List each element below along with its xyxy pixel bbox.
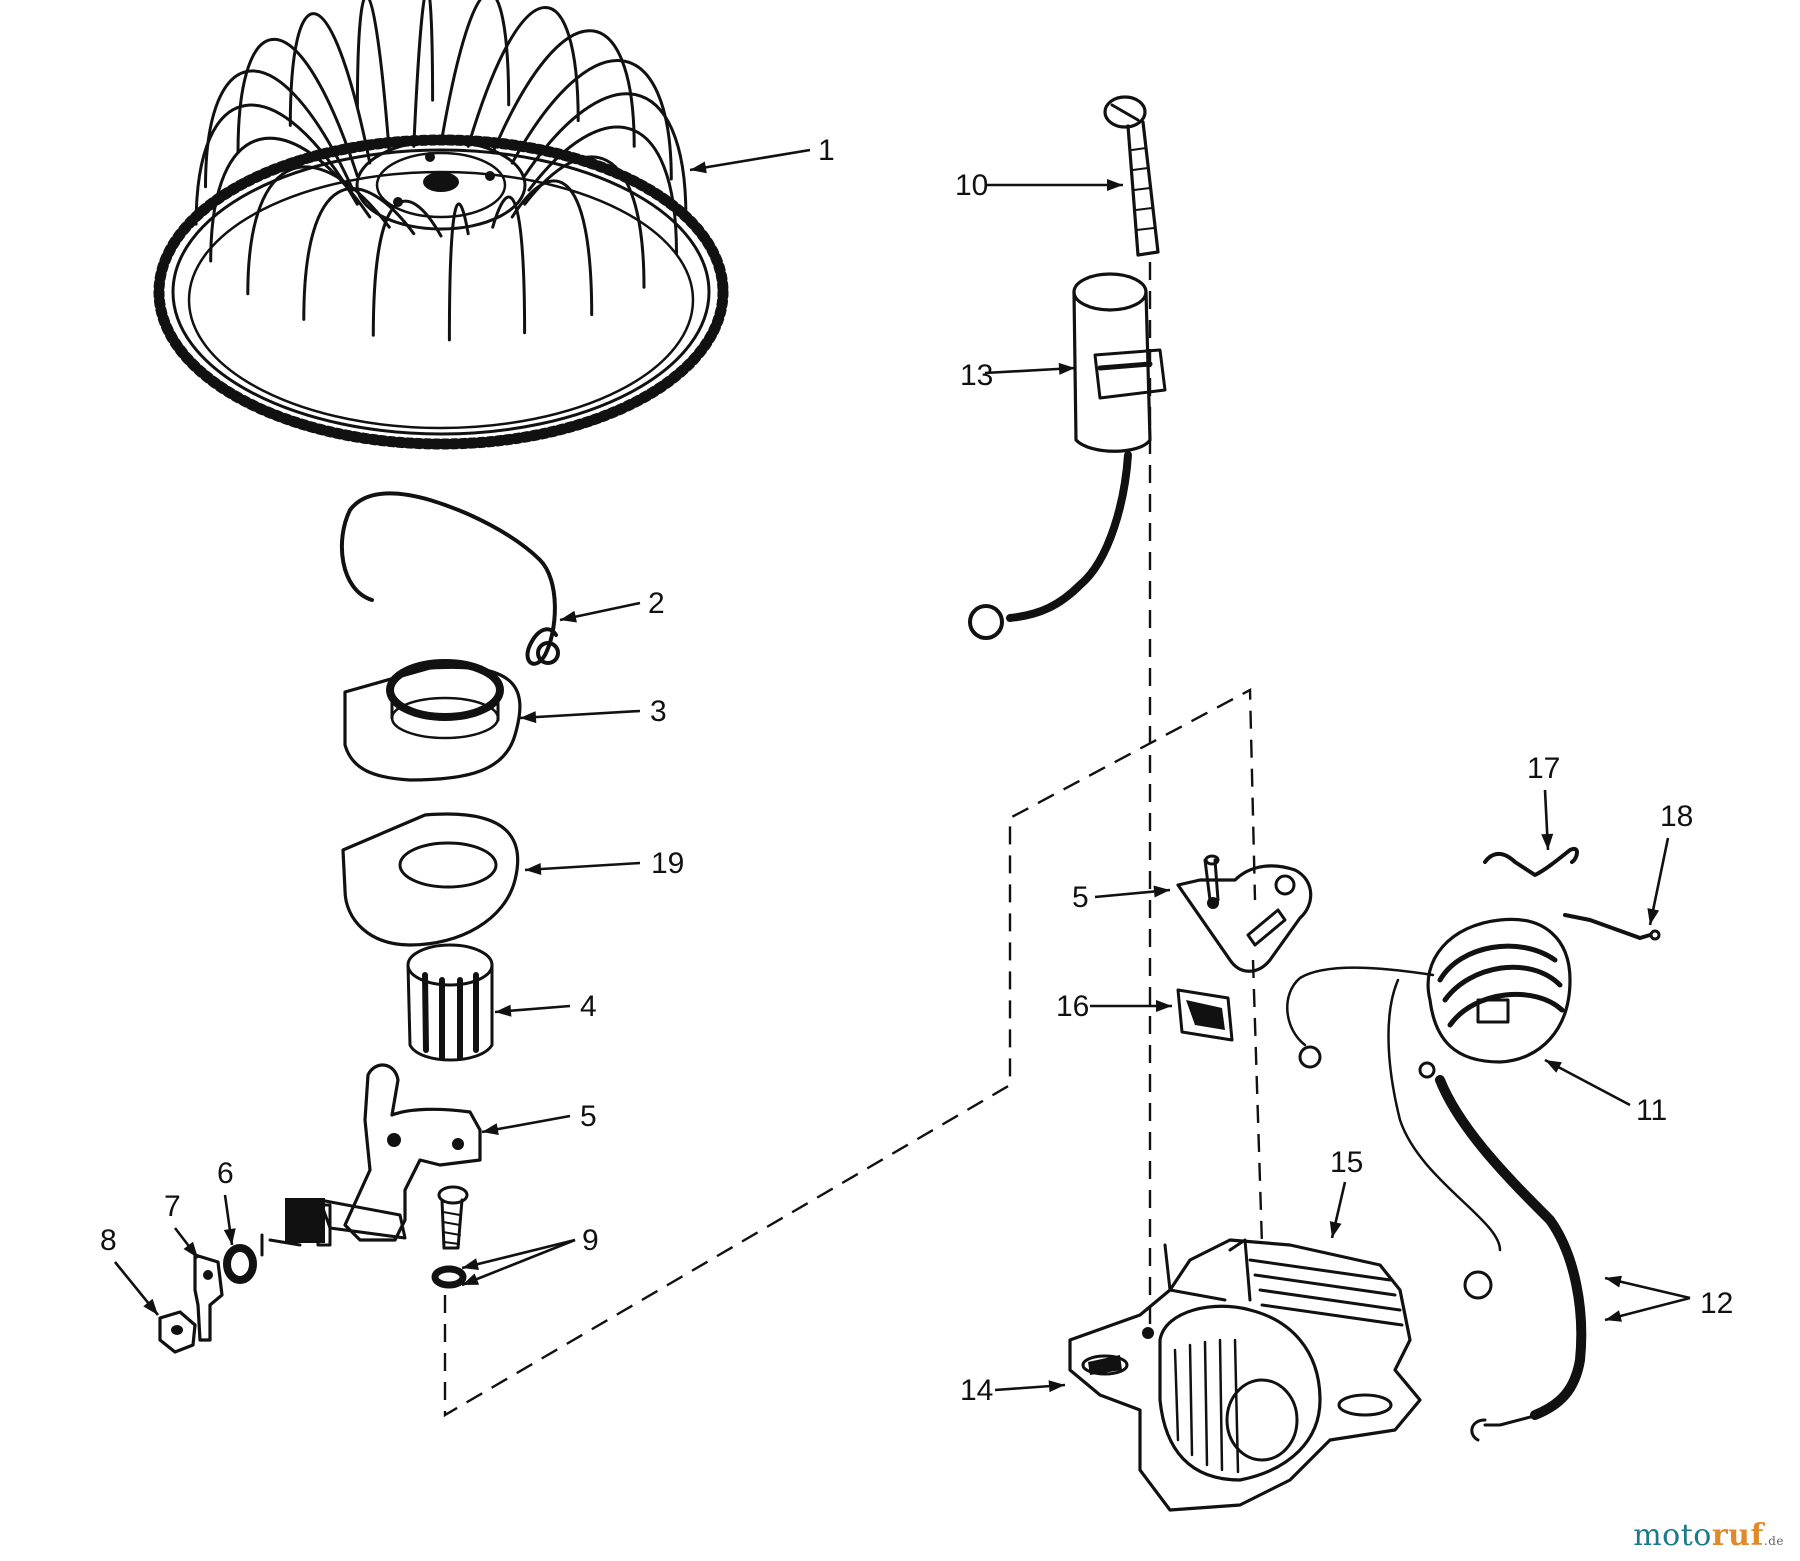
- arrowhead: [1541, 833, 1554, 850]
- arrowhead: [1153, 885, 1170, 898]
- fan-blade: [466, 6, 580, 148]
- callout-18: 18: [1660, 800, 1693, 833]
- fan-blade: [527, 125, 678, 255]
- arrowhead: [1048, 1380, 1065, 1393]
- gasket-part: [341, 812, 520, 947]
- arrowhead: [495, 1004, 512, 1017]
- arrowhead: [525, 863, 542, 875]
- callout-9: 9: [582, 1224, 599, 1257]
- arrowhead: [1156, 1000, 1172, 1012]
- callout-17: 17: [1527, 752, 1560, 785]
- arrowhead: [1647, 908, 1660, 925]
- fan-blade: [302, 187, 416, 321]
- callout-12: 12: [1700, 1287, 1733, 1320]
- arrowhead: [1058, 362, 1075, 375]
- arrowhead: [1329, 1221, 1342, 1238]
- fan-blade: [491, 195, 527, 335]
- fan-blade: [209, 136, 372, 263]
- arrowhead: [1107, 179, 1123, 191]
- callout-4: 4: [580, 990, 597, 1023]
- callout-8: 8: [100, 1224, 117, 1257]
- fan-blade: [246, 165, 391, 296]
- arrowhead: [1545, 1060, 1562, 1073]
- fan-blade: [412, 0, 435, 148]
- callout-13: 13: [960, 359, 993, 392]
- washer-part: [223, 1244, 257, 1284]
- flywheel-part: [153, 0, 729, 450]
- contact-point-part: [260, 1198, 332, 1257]
- spring-wire-part: [339, 491, 560, 666]
- leader-arrows: [113, 148, 1691, 1393]
- assembly-dashed-lines: [443, 262, 1264, 1418]
- fan-blade: [523, 92, 688, 218]
- callout-3: 3: [650, 695, 667, 728]
- callout-15: 15: [1330, 1146, 1363, 1179]
- watermark-part2: ruf: [1711, 1518, 1764, 1553]
- leader-line: [1544, 1058, 1631, 1107]
- leader-line: [519, 709, 641, 720]
- callout-5-left: 5: [580, 1100, 597, 1133]
- fan-blade: [523, 155, 646, 289]
- armature-base-part: [1068, 1238, 1422, 1512]
- callout-6: 6: [217, 1157, 234, 1190]
- wire-clip-part: [1483, 846, 1579, 877]
- callout-2: 2: [648, 587, 665, 620]
- callout-7: 7: [164, 1190, 181, 1223]
- arrowhead: [223, 1228, 236, 1245]
- fan-blade: [355, 0, 391, 155]
- watermark-part1: moto: [1633, 1518, 1712, 1553]
- callout-11: 11: [1636, 1094, 1667, 1127]
- callout-5-right: 5: [1072, 881, 1089, 914]
- callout-14: 14: [960, 1374, 993, 1407]
- fan-blade: [510, 179, 594, 317]
- breaker-plate-part: [1176, 854, 1313, 973]
- callout-19: 19: [651, 847, 684, 880]
- fan-blade: [447, 202, 470, 342]
- arrowhead: [183, 1241, 198, 1258]
- arrowhead: [560, 610, 577, 623]
- fan-blade: [439, 0, 511, 146]
- site-watermark-logo: motoruf.de: [1633, 1518, 1784, 1553]
- fan-blade: [288, 12, 372, 165]
- spring-pin-part: [1563, 913, 1661, 941]
- bushing-part: [406, 943, 494, 1062]
- arrowhead: [690, 161, 707, 174]
- callout-16: 16: [1056, 990, 1089, 1023]
- leader-line: [689, 148, 811, 172]
- ignition-coil-part: [1286, 917, 1587, 1442]
- fan-blade: [510, 59, 673, 181]
- arrowhead: [520, 711, 537, 724]
- felt-pad-part: [1176, 988, 1234, 1042]
- arrowhead: [1605, 1275, 1622, 1288]
- leader-line: [461, 1238, 576, 1287]
- arrowhead: [143, 1298, 158, 1315]
- watermark-part3: .de: [1763, 1534, 1784, 1548]
- arrowhead: [1605, 1310, 1622, 1322]
- fan-blade: [236, 37, 359, 178]
- leader-line: [524, 861, 641, 872]
- leader-line: [461, 1238, 576, 1270]
- callout-1: 1: [818, 134, 835, 167]
- screw-top-part: [1103, 95, 1160, 257]
- screw-washer-part: [431, 1185, 469, 1289]
- breaker-cover-part: [343, 659, 522, 782]
- arrowhead: [462, 1273, 480, 1285]
- hex-nut-part: [158, 1310, 197, 1354]
- breaker-arm-part: [318, 1063, 482, 1242]
- arrowhead: [482, 1123, 499, 1135]
- terminal-clip-part: [193, 1253, 224, 1342]
- fan-blade: [204, 69, 355, 192]
- condenser-part: [968, 272, 1167, 640]
- fan-blade: [194, 103, 359, 226]
- callout-10: 10: [955, 169, 988, 202]
- arrowhead: [462, 1258, 479, 1270]
